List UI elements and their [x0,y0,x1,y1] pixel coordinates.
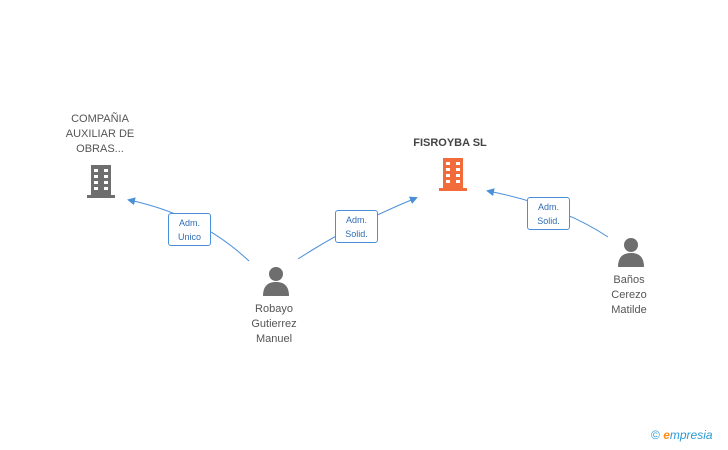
edge-label-adm-unico[interactable]: Adm. Unico [168,213,211,246]
person-icon[interactable] [616,237,646,267]
brand-name: mpresia [669,428,713,442]
edge-label-adm-solid-robayo[interactable]: Adm. Solid. [335,210,378,243]
empresia-logo: © empresia [651,428,713,442]
brand-initial: e [663,428,670,442]
edge-label-adm-solid-banos[interactable]: Adm. Solid. [527,197,570,230]
copyright-symbol: © [651,428,660,442]
person-icon[interactable] [261,266,291,296]
company-node-label[interactable]: COMPAÑIA AUXILIAR DE OBRAS... [65,113,135,155]
building-icon[interactable] [85,163,117,199]
person-node-label-robayo[interactable]: Robayo Gutierrez Manuel [251,303,297,345]
main-company-node-label[interactable]: FISROYBA SL [413,137,487,149]
person-node-label-banos[interactable]: Baños Cerezo Matilde [611,274,647,316]
main-building-icon[interactable] [437,156,469,192]
